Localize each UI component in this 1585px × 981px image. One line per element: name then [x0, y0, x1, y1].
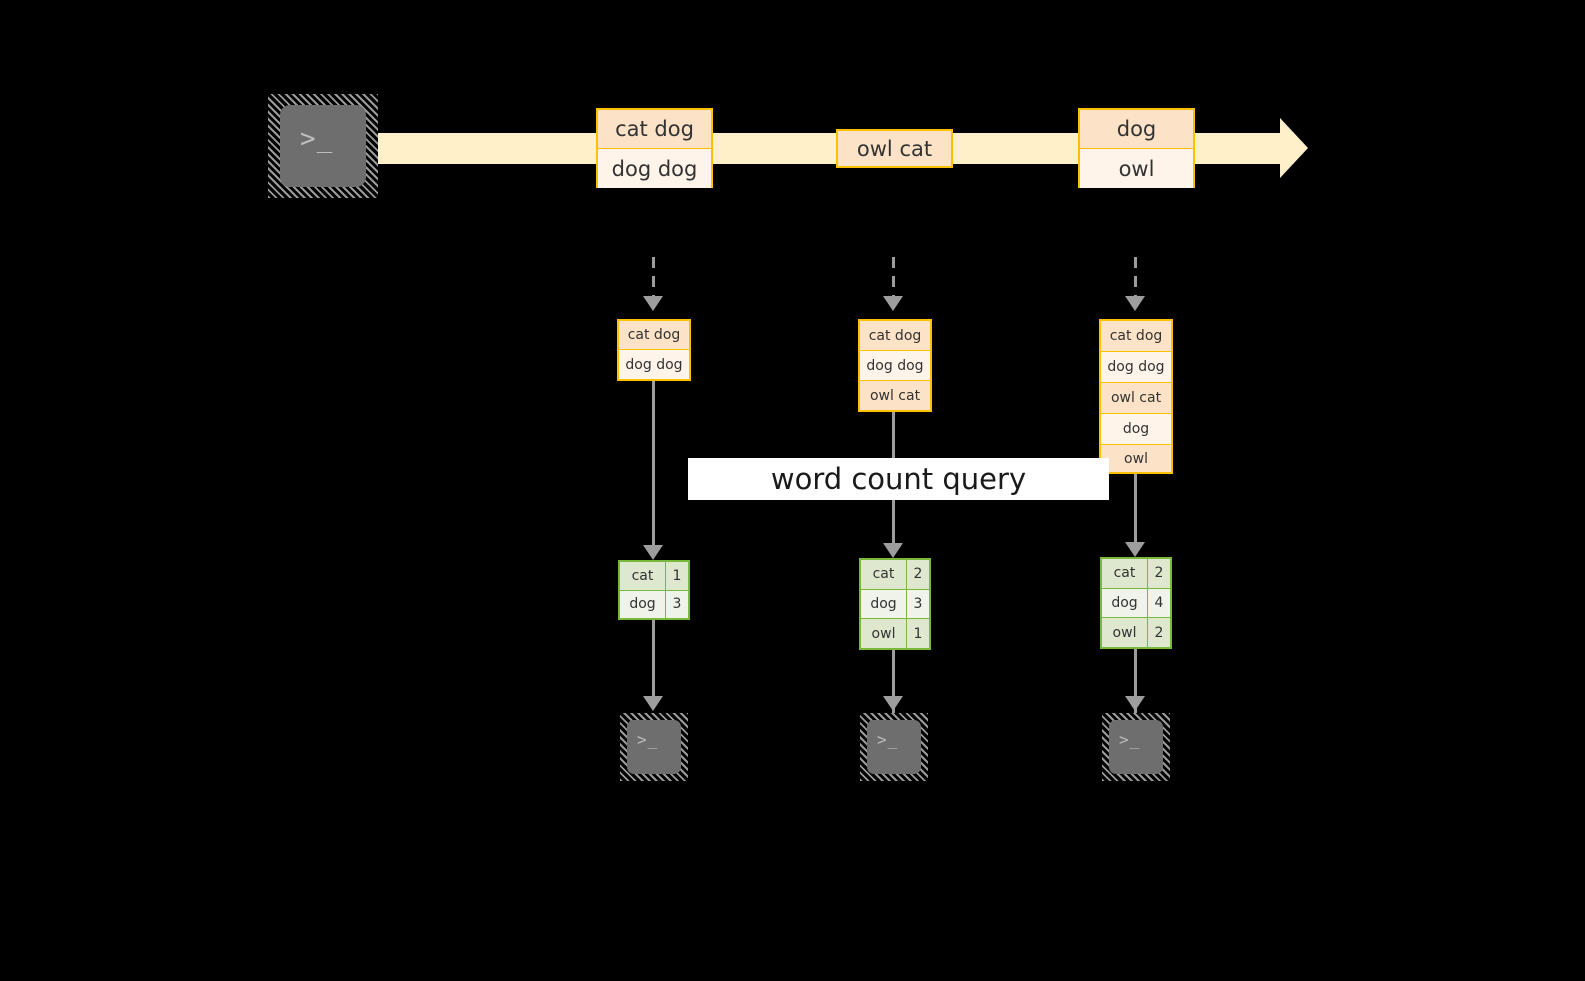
result-word-cell: cat	[861, 560, 907, 589]
query-flow-line	[1134, 474, 1137, 544]
query-label: word count query	[770, 462, 1027, 496]
sink-flow-arrowhead	[883, 696, 903, 711]
buffer-line: dog	[1101, 414, 1171, 445]
terminal-prompt-glyph: >_	[877, 730, 899, 749]
buffer-line: cat dog	[860, 321, 930, 351]
query-label-band: word count query	[688, 458, 1109, 500]
result-count-cell: 3	[666, 590, 688, 618]
table-row: cat 1	[620, 562, 688, 591]
buffer-box: cat dog dog dog owl cat	[858, 319, 932, 412]
result-table: cat 1 dog 3	[618, 560, 690, 620]
result-count-cell: 2	[907, 560, 929, 589]
result-count-cell: 2	[1148, 618, 1170, 648]
result-word-cell: owl	[861, 619, 907, 649]
sink-flow-line	[652, 620, 655, 698]
buffer-box: cat dog dog dog owl cat dog owl	[1099, 319, 1173, 474]
buffer-line: dog dog	[860, 351, 930, 381]
sink-terminal-icon: >_	[1102, 713, 1170, 781]
result-table: cat 2 dog 3 owl 1	[859, 558, 931, 650]
stream-event-line: dog dog	[598, 149, 711, 188]
snapshot-trigger-line	[652, 257, 655, 299]
terminal-body	[867, 720, 921, 774]
stream-event-box: cat dog dog dog	[596, 108, 713, 188]
query-flow-arrowhead	[643, 545, 663, 560]
result-word-cell: dog	[620, 590, 666, 618]
stream-event-line: owl cat	[838, 131, 951, 166]
stream-event-box: owl cat	[836, 129, 953, 168]
terminal-prompt-glyph: >_	[1119, 730, 1141, 749]
buffer-box: cat dog dog dog	[617, 319, 691, 381]
query-flow-arrowhead	[883, 543, 903, 558]
result-word-cell: cat	[620, 562, 666, 590]
stream-event-line: dog	[1080, 110, 1193, 149]
result-count-cell: 1	[907, 619, 929, 649]
sink-flow-line	[1134, 649, 1137, 713]
table-row: cat 2	[861, 560, 929, 590]
result-count-cell: 2	[1148, 559, 1170, 588]
snapshot-trigger-line	[892, 257, 895, 299]
result-word-cell: owl	[1102, 618, 1148, 648]
terminal-body	[627, 720, 681, 774]
buffer-line: owl cat	[860, 381, 930, 410]
snapshot-trigger-line	[1134, 257, 1137, 299]
buffer-line: cat dog	[619, 321, 689, 350]
sink-flow-arrowhead	[643, 696, 663, 711]
result-word-cell: dog	[861, 589, 907, 619]
sink-flow-arrowhead	[1125, 696, 1145, 711]
buffer-line: owl	[1101, 445, 1171, 472]
table-row: owl 2	[1102, 618, 1170, 648]
terminal-body	[1109, 720, 1163, 774]
result-word-cell: cat	[1102, 559, 1148, 588]
stream-event-line: owl	[1080, 149, 1193, 188]
stream-event-line: cat dog	[598, 110, 711, 149]
result-count-cell: 4	[1148, 588, 1170, 618]
table-row: dog 3	[861, 589, 929, 620]
buffer-line: dog dog	[1101, 352, 1171, 383]
terminal-body	[280, 105, 366, 187]
terminal-prompt-glyph: >_	[300, 124, 334, 154]
table-row: dog 4	[1102, 588, 1170, 619]
buffer-line: dog dog	[619, 350, 689, 379]
query-flow-arrowhead	[1125, 542, 1145, 557]
snapshot-trigger-arrowhead	[643, 296, 663, 311]
table-row: cat 2	[1102, 559, 1170, 589]
source-terminal-icon: >_	[268, 94, 378, 198]
buffer-line: cat dog	[1101, 321, 1171, 352]
stream-arrowhead	[1280, 118, 1308, 178]
query-flow-line	[652, 381, 655, 547]
stream-event-box: dog owl	[1078, 108, 1195, 188]
sink-flow-line	[892, 650, 895, 713]
snapshot-trigger-arrowhead	[883, 296, 903, 311]
result-table: cat 2 dog 4 owl 2	[1100, 557, 1172, 649]
sink-terminal-icon: >_	[860, 713, 928, 781]
table-row: dog 3	[620, 590, 688, 618]
sink-terminal-icon: >_	[620, 713, 688, 781]
table-row: owl 1	[861, 619, 929, 649]
buffer-line: owl cat	[1101, 383, 1171, 414]
result-word-cell: dog	[1102, 588, 1148, 618]
result-count-cell: 1	[666, 562, 688, 590]
terminal-prompt-glyph: >_	[637, 730, 659, 749]
result-count-cell: 3	[907, 589, 929, 619]
snapshot-trigger-arrowhead	[1125, 296, 1145, 311]
